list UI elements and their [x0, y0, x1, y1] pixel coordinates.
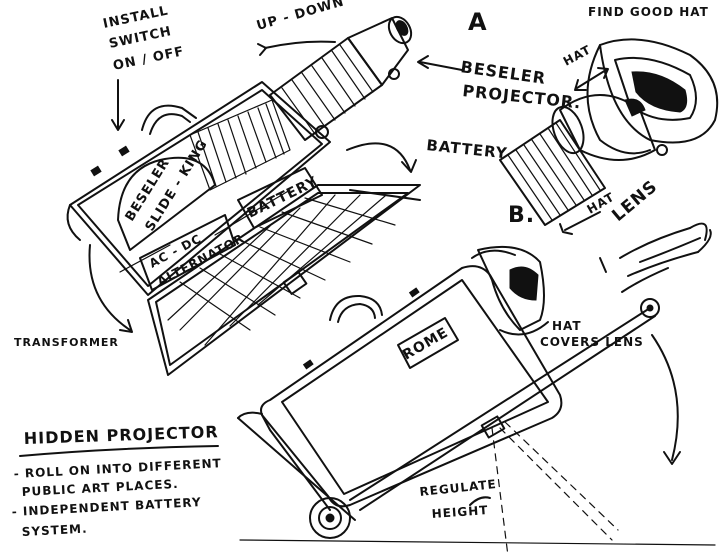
trolley-rod — [349, 307, 651, 501]
label-find-good-hat: FIND GOOD HAT — [588, 5, 709, 19]
trolley-hat — [477, 245, 545, 331]
lens-cylinder — [559, 94, 656, 161]
label-hat-covers-line2: COVERS LENS — [540, 335, 644, 349]
notes-item-3: - INDEPENDENT BATTERY — [11, 495, 202, 519]
label-hat: HAT — [561, 42, 594, 68]
projection-beam — [491, 421, 619, 557]
suitcase-bellows — [189, 99, 291, 191]
label-transformer: TRANSFORMER — [14, 336, 119, 349]
projector-lens-housing — [347, 17, 409, 86]
hand-sketch — [599, 222, 712, 293]
label-hat-covers-line1: HAT — [552, 319, 582, 333]
notes-item-1: - ROLL ON INTO DIFFERENT — [13, 456, 222, 481]
label-regulate-line1: REGULATE — [419, 477, 497, 499]
label-up-down: UP - DOWN — [255, 0, 346, 34]
lid-crosshatch — [167, 194, 396, 346]
arrow-rotate — [651, 334, 679, 461]
battery-box — [237, 167, 323, 229]
bottom-wheel — [309, 497, 351, 539]
label-rome: ROME — [400, 325, 451, 364]
title-underline — [19, 445, 219, 457]
arrow-battery — [349, 189, 421, 201]
ground-line — [239, 539, 716, 546]
hat-brim — [599, 38, 719, 144]
bellows-b — [499, 119, 606, 226]
label-beseler-line2: PROJECTOR. — [462, 81, 583, 112]
arrow-hat-lens — [564, 211, 601, 231]
trolley-case-body — [260, 265, 563, 508]
focus-knob — [315, 125, 329, 139]
label-letter-a: A — [468, 8, 488, 36]
arrow-beseler-projector — [419, 61, 463, 71]
notes-item-2: PUBLIC ART PLACES. — [21, 477, 179, 499]
hat-lens-detail — [499, 38, 719, 235]
label-letter-b: B. — [508, 203, 535, 228]
hat-crown — [586, 44, 651, 155]
arrow-hat — [576, 69, 607, 89]
notes-title: HIDDEN PROJECTOR — [23, 422, 218, 448]
top-wheel — [640, 298, 660, 318]
label-install-switch: INSTALL SWITCH ON / OFF — [102, 3, 186, 74]
rome-label-box — [397, 317, 459, 369]
slide-king-body — [117, 156, 216, 251]
open-suitcase — [66, 15, 421, 376]
notes-item-4: SYSTEM. — [21, 522, 88, 539]
arrow-transformer — [88, 244, 131, 331]
suitcase-lid — [147, 184, 421, 376]
arrow-up-down — [264, 40, 336, 49]
label-regulate-line2: HEIGHT — [431, 503, 489, 521]
external-bellows — [269, 37, 383, 141]
trolley-handle — [329, 294, 383, 321]
alternator-box — [139, 214, 236, 291]
label-battery: BATTERY — [426, 136, 509, 162]
trolley-suitcase — [237, 245, 716, 546]
suitcase-handle — [141, 104, 197, 131]
